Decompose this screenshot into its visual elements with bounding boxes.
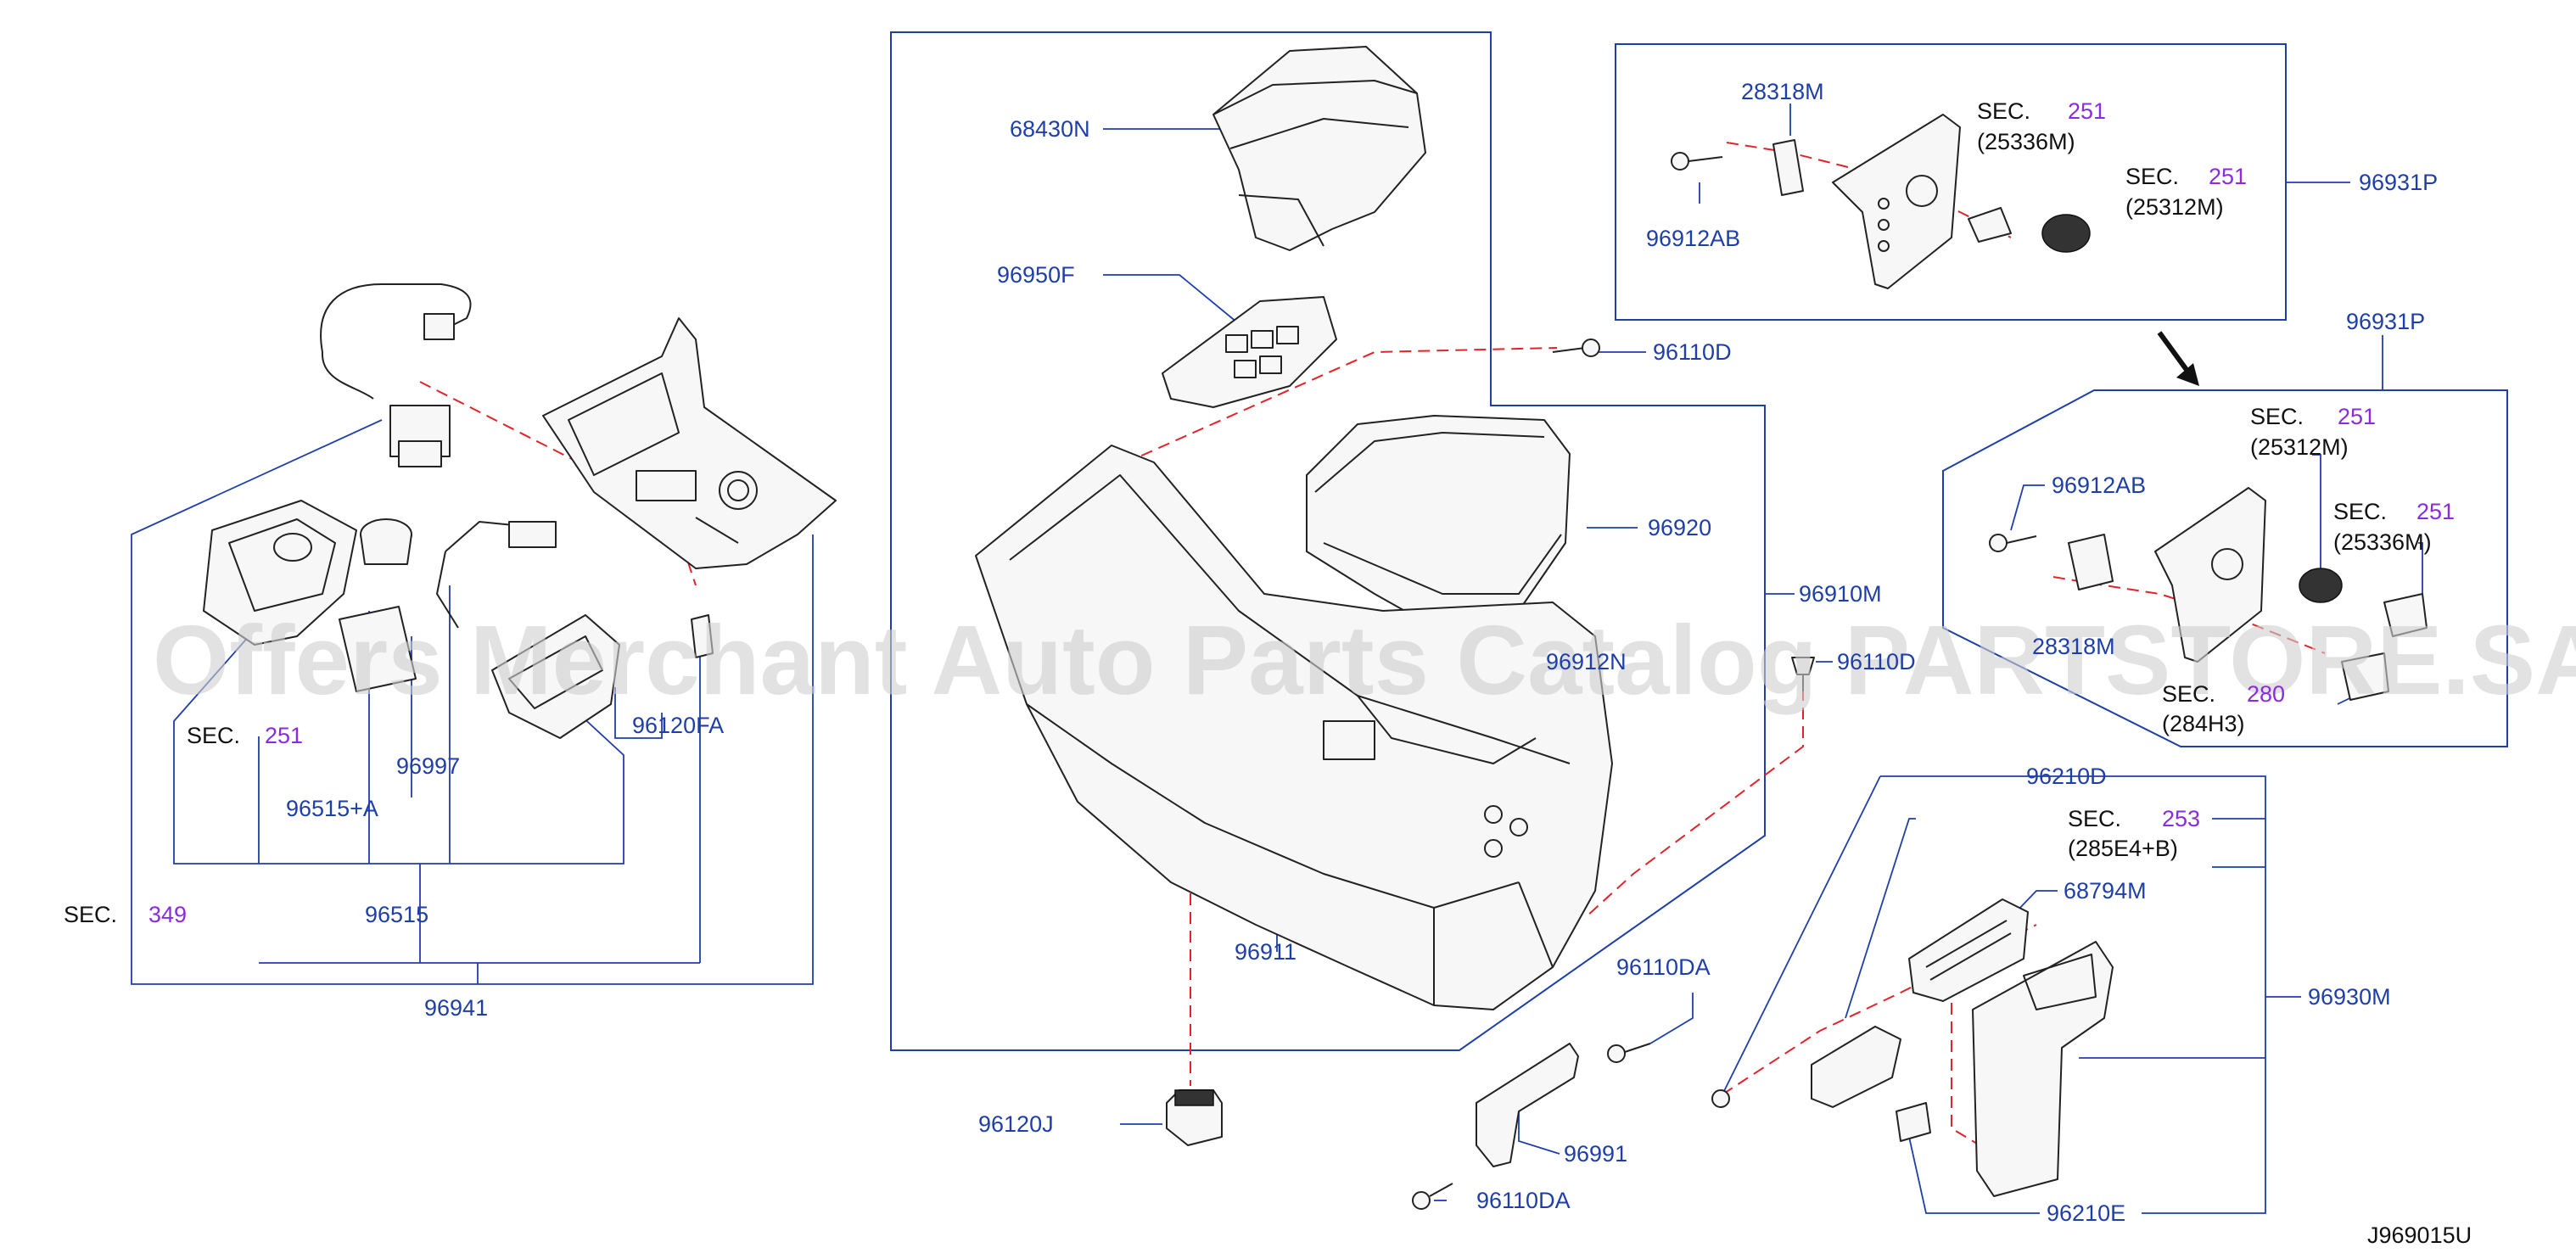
part-label-96210E[interactable]: 96210E	[2047, 1200, 2125, 1226]
clip-96120J-part	[1166, 1089, 1223, 1146]
part-label-96515[interactable]: 96515	[365, 902, 428, 927]
sec-number-280[interactable]: 280	[2247, 681, 2285, 707]
part-label-96110DA-a[interactable]: 96110DA	[1616, 954, 1711, 980]
sec-label-251-top1[interactable]: SEC.	[1977, 98, 2030, 124]
armrest-96920-part	[1306, 415, 1571, 633]
sec-sub-251-mid1: (25312M)	[2250, 434, 2349, 460]
part-label-28318M-a[interactable]: 28318M	[1741, 79, 1824, 104]
console-panel-part	[542, 317, 837, 569]
switch-panel-part	[1162, 296, 1337, 408]
harness-96997-part	[436, 521, 557, 629]
frame-main-console	[890, 31, 1766, 1051]
lower-right-parts	[1711, 898, 2114, 1197]
bolt-96110DA-lower-part	[1412, 1183, 1453, 1210]
diagram-id: J969015U	[2367, 1223, 2472, 1248]
sec-label-253[interactable]: SEC.	[2068, 806, 2121, 831]
sec-label-280[interactable]: SEC.	[2162, 681, 2215, 707]
screw-96110D-right-part	[1791, 657, 1815, 691]
part-label-68794M[interactable]: 68794M	[2064, 878, 2147, 904]
sec-label-251-left[interactable]: SEC.	[187, 723, 240, 748]
watermark-text: Offers Merchant Auto Parts Catalog PARTS…	[153, 605, 2576, 715]
sec-number-253[interactable]: 253	[2162, 806, 2200, 831]
part-label-96997[interactable]: 96997	[396, 753, 460, 779]
ashtray-part	[491, 614, 714, 739]
wire-harness-part	[320, 283, 472, 467]
sec-label-251-top2[interactable]: SEC.	[2125, 164, 2179, 189]
part-label-96912AB-b[interactable]: 96912AB	[2052, 473, 2146, 498]
part-label-96120FA[interactable]: 96120FA	[632, 713, 724, 738]
part-label-96930M[interactable]: 96930M	[2308, 984, 2391, 1010]
direction-arrow	[2157, 331, 2199, 386]
part-label-96991[interactable]: 96991	[1564, 1141, 1627, 1167]
part-label-96931P-a[interactable]: 96931P	[2359, 170, 2438, 195]
sec-number-349[interactable]: 349	[148, 902, 187, 927]
part-label-96515A[interactable]: 96515+A	[286, 796, 378, 821]
sec-label-251-mid2[interactable]: SEC.	[2333, 499, 2387, 524]
console-body-96911-part	[975, 445, 1613, 1010]
sec-sub-251-top2: (25312M)	[2125, 194, 2224, 220]
part-label-96110D-b[interactable]: 96110D	[1837, 649, 1916, 674]
bracket-part	[339, 606, 417, 692]
part-label-96912AB-a[interactable]: 96912AB	[1646, 226, 1740, 251]
part-label-96920[interactable]: 96920	[1648, 515, 1711, 540]
frame-mid-right	[1942, 389, 2508, 747]
part-label-96910M[interactable]: 96910M	[1799, 581, 1882, 607]
part-label-96110DA-b[interactable]: 96110DA	[1476, 1188, 1571, 1213]
part-label-96911[interactable]: 96911	[1235, 939, 1296, 965]
part-label-28318M-b[interactable]: 28318M	[2032, 634, 2115, 659]
sec-number-251-top2[interactable]: 251	[2209, 164, 2247, 189]
part-label-96941[interactable]: 96941	[424, 995, 488, 1021]
part-label-68430N[interactable]: 68430N	[1010, 116, 1090, 142]
mid-right-parts	[1989, 487, 2428, 701]
part-label-96120J[interactable]: 96120J	[978, 1111, 1054, 1137]
sec-sub-253: (285E4+B)	[2068, 836, 2178, 861]
sec-label-349[interactable]: SEC.	[64, 902, 117, 927]
top-right-parts	[1671, 114, 2091, 289]
bracket-96991-part	[1476, 1043, 1579, 1167]
sec-sub-251-top1: (25336M)	[1977, 129, 2075, 154]
sec-number-251-mid2[interactable]: 251	[2416, 499, 2455, 524]
part-label-96110D-a[interactable]: 96110D	[1653, 339, 1732, 365]
sec-sub-251-mid2: (25336M)	[2333, 529, 2432, 555]
lighter-part	[360, 518, 412, 565]
part-label-96950F[interactable]: 96950F	[997, 262, 1075, 288]
screw-96110D-top-part	[1552, 339, 1600, 357]
part-label-96210D[interactable]: 96210D	[2026, 764, 2107, 789]
lid-68430N-part	[1212, 46, 1426, 251]
sec-label-251-mid1[interactable]: SEC.	[2250, 404, 2304, 429]
bezel-part	[203, 500, 357, 646]
part-label-96912N[interactable]: 96912N	[1546, 649, 1627, 674]
bolt-96110DA-upper-part	[1607, 1043, 1651, 1063]
sec-number-251-left[interactable]: 251	[265, 723, 303, 748]
sec-number-251-mid1[interactable]: 251	[2338, 404, 2376, 429]
sec-number-251-top1[interactable]: 251	[2068, 98, 2106, 124]
part-label-96931P-b[interactable]: 96931P	[2346, 309, 2425, 334]
sec-sub-280: (284H3)	[2162, 711, 2245, 736]
